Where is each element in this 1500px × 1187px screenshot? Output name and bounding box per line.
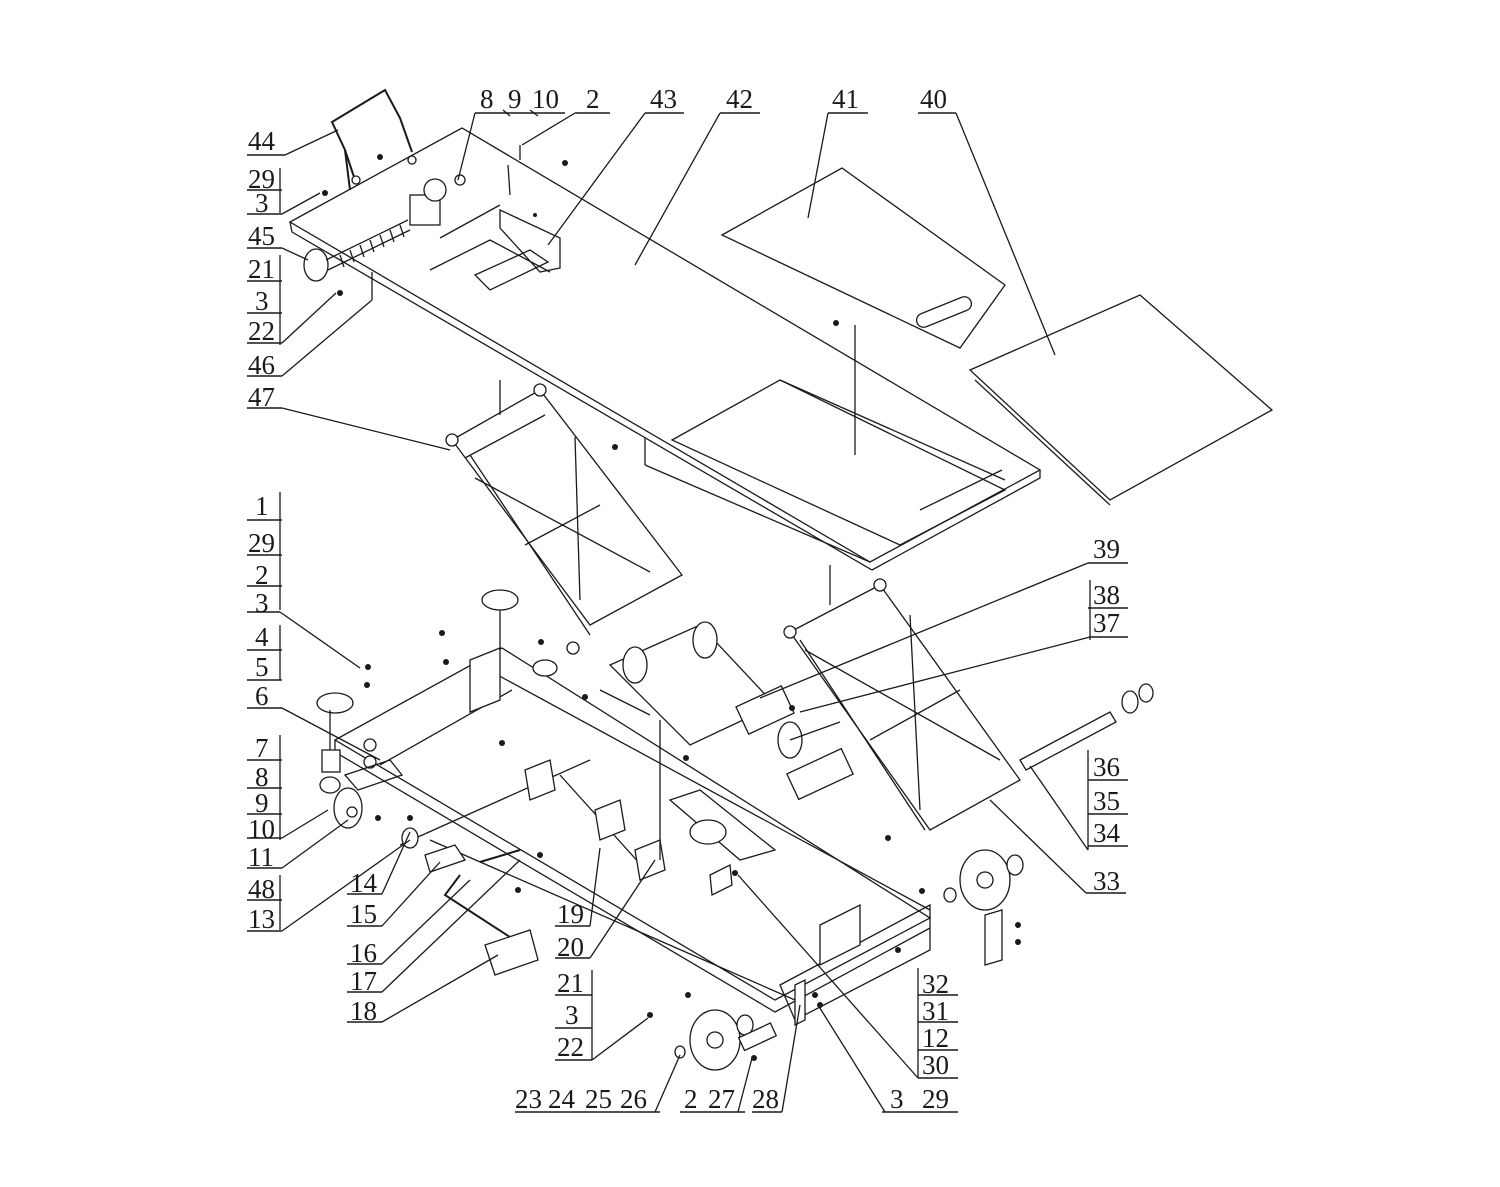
label-40: 40: [920, 84, 947, 114]
label-3: 3: [255, 588, 269, 618]
fasteners: [322, 154, 1021, 1061]
label-41: 41: [832, 84, 859, 114]
base-frame: [333, 647, 1003, 1027]
label-3: 3: [565, 1000, 579, 1030]
label-5: 5: [255, 652, 269, 682]
ramp-40: [968, 294, 1274, 506]
label-37: 37: [1093, 608, 1120, 638]
label-3: 3: [255, 188, 269, 218]
label-26: 26: [620, 1084, 647, 1114]
label-19: 19: [557, 899, 584, 929]
label-29: 29: [248, 164, 275, 194]
label-1: 1: [255, 491, 269, 521]
label-10: 10: [532, 84, 559, 114]
label-20: 20: [557, 932, 584, 962]
wheel-front: [674, 1009, 778, 1071]
label-46: 46: [248, 350, 275, 380]
label-13: 13: [248, 904, 275, 934]
label-3: 3: [890, 1084, 904, 1114]
label-15: 15: [350, 899, 377, 929]
label-9: 9: [255, 788, 269, 818]
foot-pedal: [401, 827, 539, 976]
label-10: 10: [248, 814, 275, 844]
label-3: 3: [255, 286, 269, 316]
leader-lines: [247, 109, 1128, 1113]
label-24: 24: [548, 1084, 576, 1114]
label-44: 44: [248, 126, 276, 156]
label-22: 22: [248, 316, 275, 346]
scissor-arm-upper: [445, 380, 683, 655]
label-29: 29: [922, 1084, 949, 1114]
leveling-foot: [481, 589, 558, 677]
label-8: 8: [480, 84, 494, 114]
label-31: 31: [922, 996, 949, 1026]
label-8: 8: [255, 762, 269, 792]
hydraulic-cylinder: [608, 621, 841, 759]
label-25: 25: [585, 1084, 612, 1114]
label-23: 23: [515, 1084, 542, 1114]
label-36: 36: [1093, 752, 1120, 782]
label-38: 38: [1093, 580, 1120, 610]
handle-assembly: [330, 88, 417, 191]
label-17: 17: [350, 966, 377, 996]
label-42: 42: [726, 84, 753, 114]
scissor-arm-lower: [783, 565, 1021, 831]
rear-axle-rod: [1019, 683, 1154, 771]
lead-screw: [303, 219, 411, 282]
label-45: 45: [248, 221, 275, 251]
label-14: 14: [350, 868, 378, 898]
label-11: 11: [248, 842, 274, 872]
label-28: 28: [752, 1084, 779, 1114]
caster-wheel: [316, 692, 404, 829]
top-platform: [288, 127, 1042, 571]
label-32: 32: [922, 969, 949, 999]
label-2: 2: [255, 560, 269, 590]
label-27: 27: [708, 1084, 735, 1114]
label-34: 34: [1093, 818, 1121, 848]
label-48: 48: [248, 874, 275, 904]
label-6: 6: [255, 681, 269, 711]
label-9: 9: [508, 84, 522, 114]
label-underlines: [247, 189, 1128, 1051]
label-21: 21: [557, 968, 584, 998]
label-7: 7: [255, 733, 269, 763]
label-22: 22: [557, 1032, 584, 1062]
label-35: 35: [1093, 786, 1120, 816]
label-2: 2: [684, 1084, 698, 1114]
label-43: 43: [650, 84, 677, 114]
label-29: 29: [248, 528, 275, 558]
wheel-rear: [943, 849, 1024, 911]
label-21: 21: [248, 254, 275, 284]
label-18: 18: [350, 996, 377, 1026]
label-12: 12: [922, 1023, 949, 1053]
label-30: 30: [922, 1050, 949, 1080]
label-47: 47: [248, 382, 275, 412]
part-labels: 44 29 3 45 21 3 22 46 47 8 9 10 2 43 42 …: [248, 84, 1121, 1114]
label-2: 2: [586, 84, 600, 114]
label-39: 39: [1093, 534, 1120, 564]
label-16: 16: [350, 938, 377, 968]
cover-plate-41: [720, 167, 1006, 349]
label-4: 4: [255, 622, 269, 652]
label-33: 33: [1093, 866, 1120, 896]
